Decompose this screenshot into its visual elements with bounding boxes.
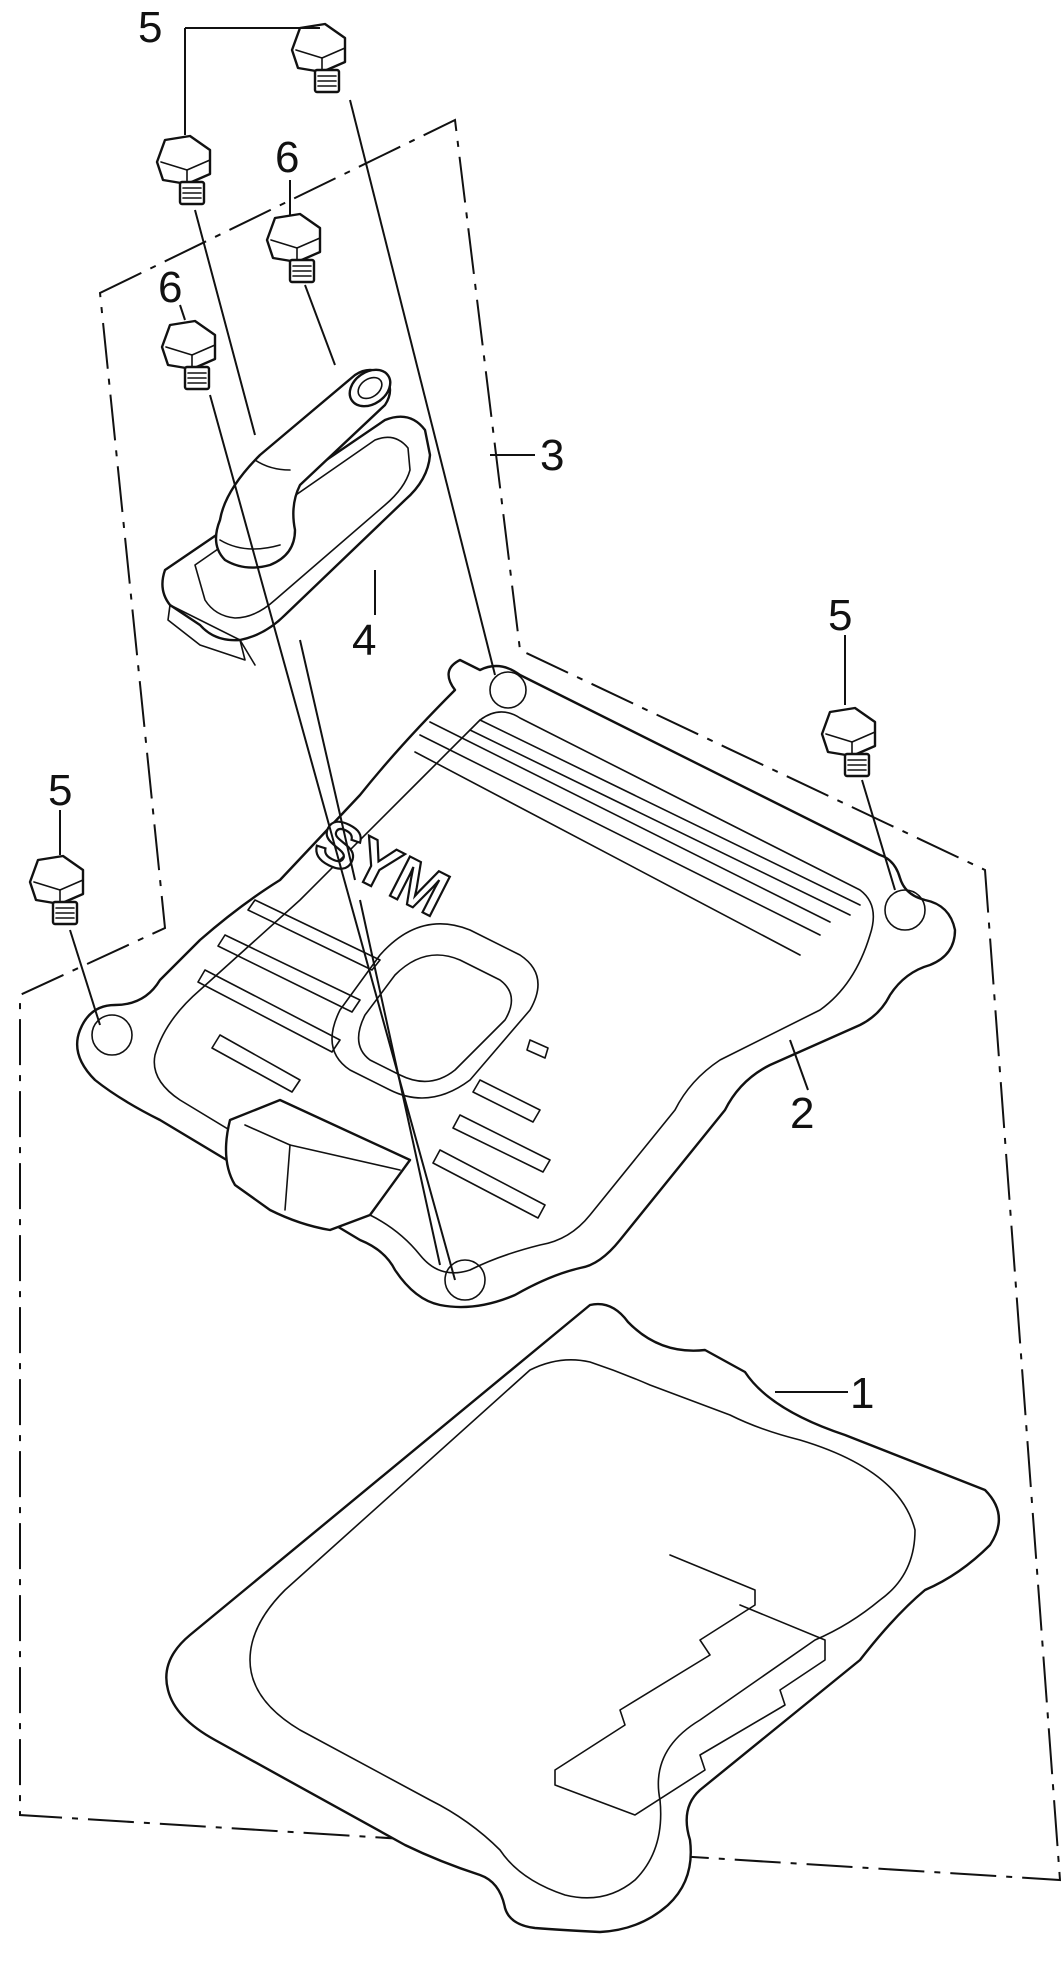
assembly-boundary xyxy=(19,118,1061,1882)
callout-3: 3 xyxy=(540,431,564,480)
callout-2: 2 xyxy=(790,1089,814,1138)
callout-1: 1 xyxy=(850,1369,874,1418)
bolt-5-left-top xyxy=(155,134,212,206)
callout-leaders xyxy=(59,27,848,1393)
valve-cover: SYM xyxy=(75,658,957,1309)
breather-plate xyxy=(161,368,432,666)
bolt-6-right xyxy=(265,212,322,284)
bolt-6-left xyxy=(160,319,217,391)
callout-6-lower: 6 xyxy=(158,263,182,312)
callout-6-upper: 6 xyxy=(275,133,299,182)
callout-5-left: 5 xyxy=(48,766,72,815)
gasket xyxy=(165,1302,1001,1934)
bolt-5-right xyxy=(820,706,877,778)
bolt-5-top xyxy=(290,22,347,94)
axis-lines xyxy=(69,99,896,1281)
callout-4: 4 xyxy=(352,616,376,665)
callout-numbers: 5 6 6 3 4 5 5 2 1 xyxy=(48,3,874,1418)
bolt-5-left-bottom xyxy=(28,854,85,926)
callout-5-top: 5 xyxy=(138,3,162,52)
callout-5-right: 5 xyxy=(828,591,852,640)
